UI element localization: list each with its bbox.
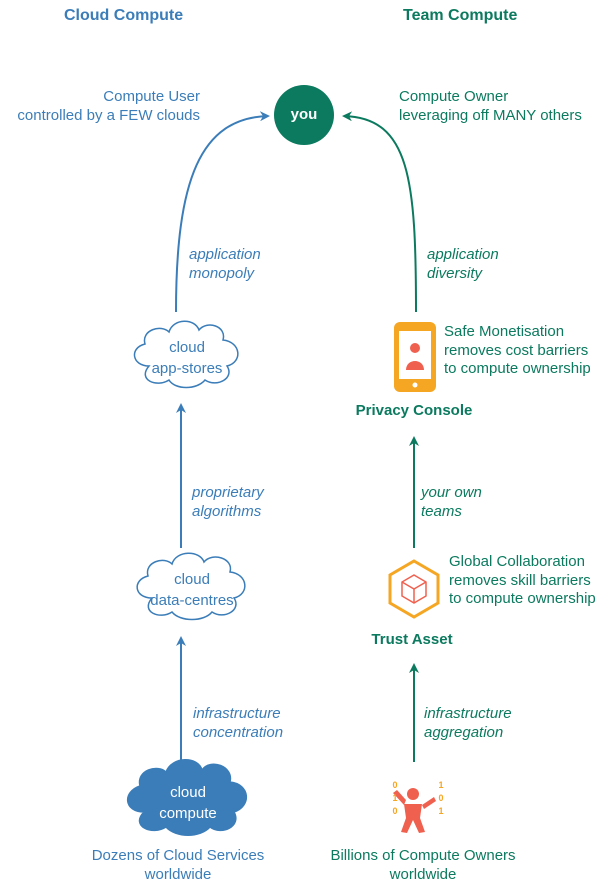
edge-label-application-diversity: application diversity <box>427 246 499 282</box>
arrow-appstores-to-you <box>175 111 270 313</box>
cloud-data-centres-label: cloud data-centres <box>150 571 234 609</box>
binary-digits-left: 0 1 0 <box>392 780 398 816</box>
cloud-app-stores-label: cloud app-stores <box>151 339 223 377</box>
person-binary-icon <box>393 788 436 833</box>
compute-owner-label: Compute Owner leveraging off MANY others <box>399 88 582 124</box>
billions-compute-owners-label: Billions of Compute Owners worldwide <box>330 847 516 883</box>
cube-hexagon-icon[interactable] <box>388 559 440 619</box>
arrow-console-to-you <box>342 111 417 313</box>
cloud-compute-label: cloud compute <box>159 784 217 822</box>
you-node[interactable] <box>274 85 334 145</box>
header-team-compute: Team Compute <box>403 7 518 24</box>
edge-label-proprietary-algorithms: proprietary algorithms <box>192 484 264 520</box>
edge-label-your-own-teams: your own teams <box>421 484 482 520</box>
trust-asset-label: Trust Asset <box>371 631 453 648</box>
binary-digits-right: 1 0 1 <box>438 780 444 816</box>
cloud-icon <box>136 552 246 621</box>
edge-label-infrastructure-concentration: infrastructure concentration <box>193 705 284 741</box>
cloud-icon <box>127 759 247 836</box>
edge-label-application-monopoly: application monopoly <box>189 246 261 282</box>
edge-label-infrastructure-aggregation: infrastructure aggregation <box>424 705 512 741</box>
you-label: you <box>290 106 318 123</box>
global-collaboration-label: Global Collaboration removes skill barri… <box>449 553 596 607</box>
compute-user-label: Compute User controlled by a FEW clouds <box>17 88 200 124</box>
dozens-cloud-services-label: Dozens of Cloud Services worldwide <box>91 847 265 883</box>
privacy-console-label: Privacy Console <box>355 402 473 419</box>
safe-monetisation-label: Safe Monetisation removes cost barriers … <box>444 323 591 377</box>
phone-person-icon[interactable] <box>394 322 436 392</box>
cloud-icon <box>133 320 239 389</box>
header-cloud-compute: Cloud Compute <box>64 7 184 24</box>
